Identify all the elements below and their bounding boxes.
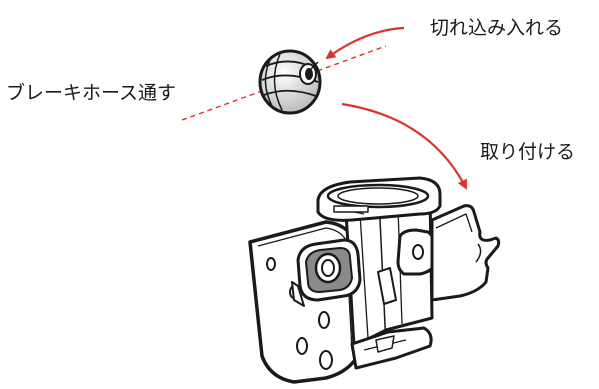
cut-arrow bbox=[325, 26, 405, 60]
brake-hose-instruction-label: ブレーキホース通す bbox=[6, 82, 177, 104]
grommet-icon bbox=[258, 49, 322, 115]
attach-instruction-label: 取り付ける bbox=[480, 141, 576, 163]
attach-arrow bbox=[341, 102, 467, 190]
cut-instruction-label: 切れ込み入れる bbox=[430, 17, 564, 39]
bracket-icon bbox=[248, 176, 501, 384]
